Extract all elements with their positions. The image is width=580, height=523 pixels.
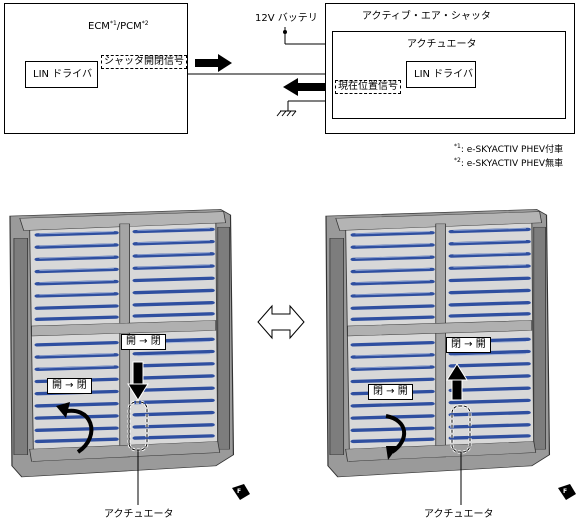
- footnote-2: *2: e-SKYACTIV PHEV無車: [454, 157, 564, 169]
- right-lower-tag: 閉 → 開: [368, 384, 413, 400]
- signal-in-label: 現在位置信号: [335, 80, 401, 94]
- lin-driver-right-label: LIN ドライバ: [414, 69, 473, 80]
- left-lower-tag: 開 → 閉: [47, 378, 92, 394]
- battery-node: [283, 30, 287, 34]
- state-switch-arrow: [257, 304, 305, 340]
- left-front-mark: F: [237, 488, 242, 495]
- lin-driver-right-box: [406, 61, 476, 88]
- right-curved-arrow: [385, 414, 407, 454]
- signal-in-arrow: [283, 78, 325, 96]
- shutter-label: アクティブ・エア・シャッタ: [362, 11, 491, 22]
- lin-driver-left-label: LIN ドライバ: [33, 69, 92, 80]
- right-front-mark: F: [563, 488, 568, 495]
- left-actuator-caption: アクチュエータ: [104, 509, 174, 520]
- left-curved-arrow: [61, 408, 94, 454]
- signal-out-arrow: [195, 54, 232, 72]
- battery-label: 12V バッテリ: [255, 13, 318, 24]
- left-down-arrow: [127, 383, 149, 401]
- ecm-title: ECM*1/PCM*2: [88, 20, 149, 32]
- left-front-marker: [232, 484, 250, 500]
- signal-out-label: シャッタ開閉信号: [101, 55, 187, 69]
- right-up-arrow: [446, 363, 468, 381]
- right-upper-tag: 閉 → 開: [446, 337, 491, 353]
- actuator-label: アクチュエータ: [407, 39, 477, 50]
- lin-driver-left-box: [25, 61, 98, 88]
- footnote-1: *1: e-SKYACTIV PHEV付車: [454, 143, 564, 155]
- right-actuator-caption: アクチュエータ: [424, 509, 494, 520]
- right-front-marker: [558, 484, 576, 500]
- right-shutter-frame: [325, 208, 551, 478]
- left-upper-tag: 開 → 閉: [121, 334, 166, 350]
